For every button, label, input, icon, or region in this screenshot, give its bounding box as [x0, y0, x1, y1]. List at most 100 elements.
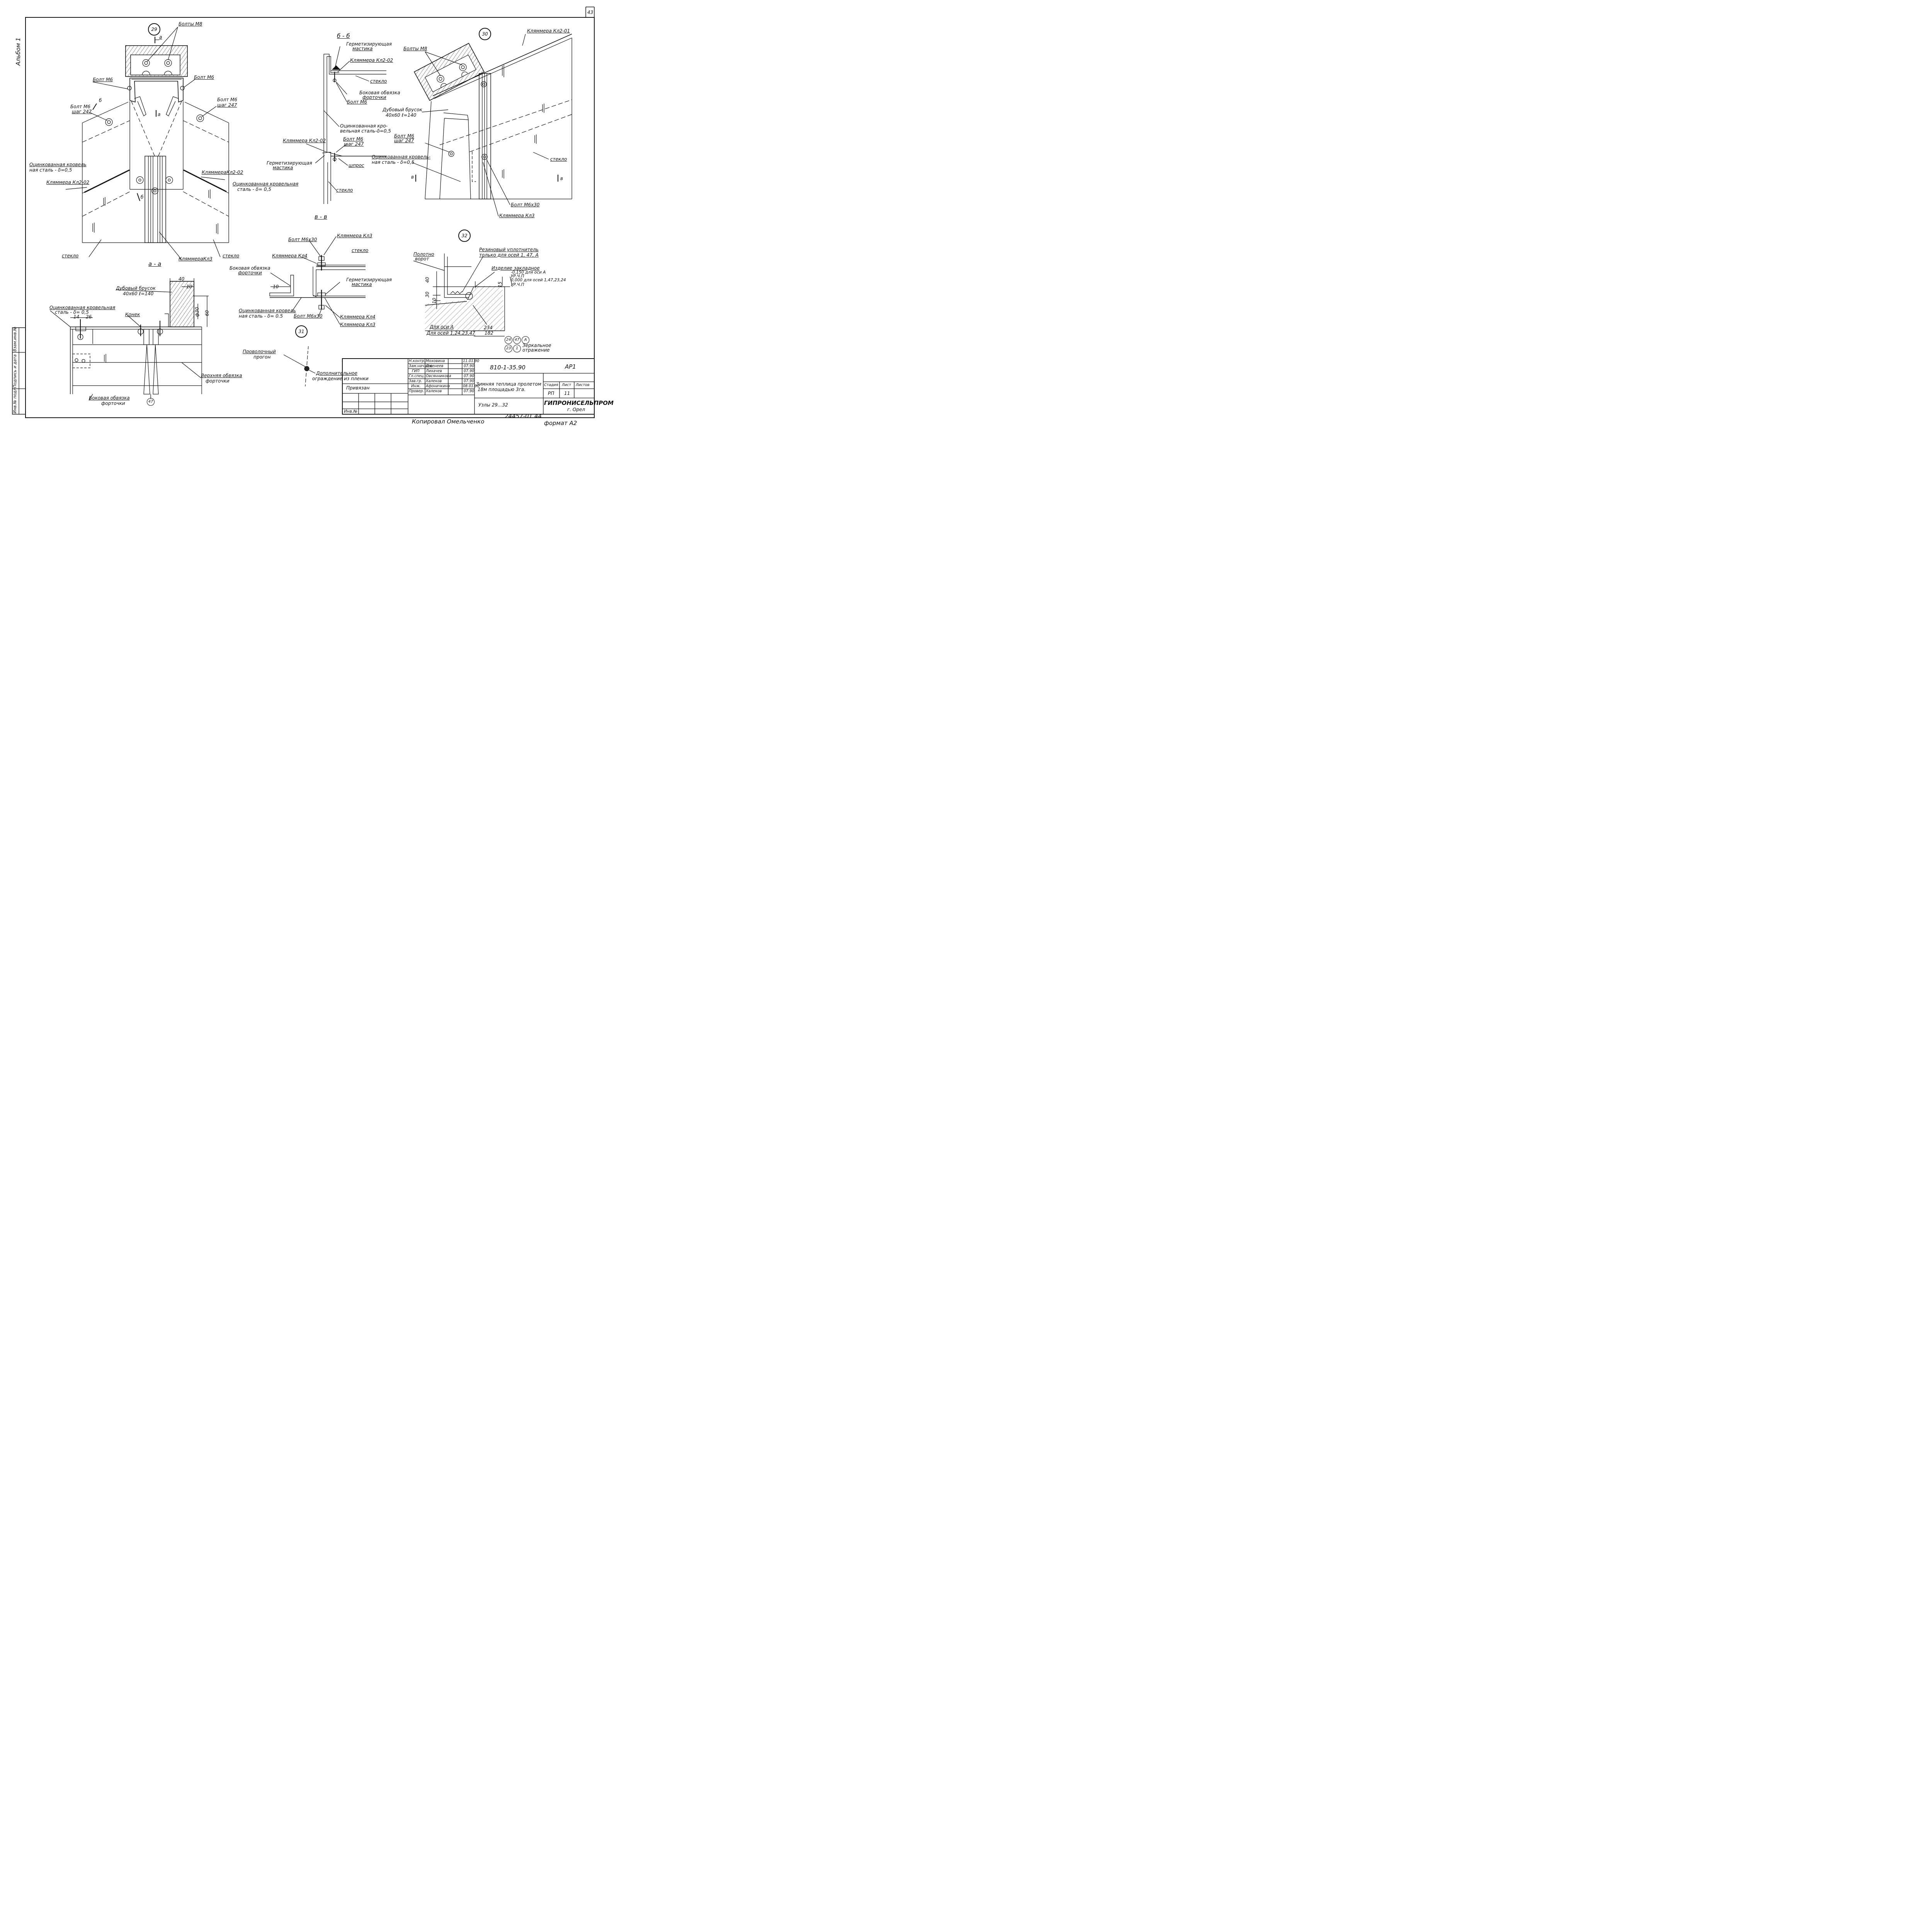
sheet-format: формат А2 — [544, 420, 577, 427]
tb-staff-name-1: Дженеев — [426, 364, 444, 368]
tb-stage-header: Стадия — [544, 383, 558, 387]
vv-glass: стекло — [352, 248, 369, 253]
n29-bolt-pitch-left-2: шаг 247 — [72, 109, 92, 114]
bb-bolt: Болт М6 — [347, 99, 367, 105]
bb-side-frame-1: Боковая обвязка — [359, 90, 400, 95]
n32-lvl-2a: 0,000 для осей 1,47,23,24 — [511, 278, 566, 282]
n32-dim-10: 10 — [432, 298, 437, 304]
n32-axis-24: 24 — [505, 336, 512, 344]
tb-staff-role-4: Зав.гр. — [409, 379, 422, 383]
tb-staff-role-3: Гл.спец. — [409, 374, 425, 378]
bb-sealing-low-1: Герметизирующая — [267, 160, 312, 166]
tb-staff-date-1: 07.90 — [464, 364, 474, 368]
stamp-inv-original: Инв.№ подл. — [13, 386, 17, 413]
tb-staff-role-1: Зам.нач.отд — [409, 364, 432, 368]
n32-dim-182: 182 — [485, 330, 493, 336]
n29-clamp-left: Кляммера Кл2-02 — [46, 180, 90, 185]
bb-sealing-2: мастика — [352, 46, 373, 51]
tb-staff-name-4: Халеков — [426, 379, 442, 383]
vv-side-frame-1: Боковая обвязка — [230, 265, 270, 271]
n32-axis-other: Для осей 1,24,23,47 — [427, 330, 475, 336]
inventory-no: 24457-01 44 — [505, 413, 542, 420]
n30-galv-2: ная сталь - δ=0,5 — [372, 160, 415, 165]
n29-galv-left-1: Оцинкованная кровель — [29, 162, 87, 167]
n32-axis-23: 23 — [505, 345, 512, 352]
n29-bolt-m6-right: Болт М6 — [194, 75, 214, 80]
tb-project-1: Зимняя теплица пролетом — [476, 381, 541, 387]
vv-clamp-kl4-top: Кляммера Кл4 — [272, 253, 308, 259]
n31-extra-2: ограждение из пленки — [312, 376, 369, 381]
tb-staff-name-6: Халеков — [426, 389, 442, 393]
tb-staff-role-2: ГИП — [412, 369, 420, 373]
bb-side-frame-2: форточки — [362, 95, 386, 100]
n32-dim-40: 40 — [425, 277, 430, 283]
tb-staff-role-6: Провер. — [409, 389, 424, 393]
aa-upper-frame-1: Верхняя обвязка — [201, 373, 242, 378]
n29-mark-b-top: б — [99, 98, 102, 103]
bb-sealing-1: Герметизирующая — [346, 41, 392, 47]
n29-bolt-pitch-right-1: Болт М6 — [217, 97, 238, 102]
n29-galv-left-2: ная сталь - δ=0,5 — [29, 167, 72, 173]
bb-sealing-low-2: мастика — [273, 165, 293, 170]
n29-section-aa: а - а — [148, 260, 162, 267]
n32-mirror-2: отражение — [522, 347, 550, 353]
n32-lvl-1a: -0,150 для оси А — [511, 270, 546, 275]
aa-dim-d30: ф30 — [194, 307, 200, 317]
vv-sealing-1: Герметизирующая — [346, 277, 392, 282]
tb-sheet-header: Лист — [562, 383, 571, 387]
n32-axis-1: 1 — [513, 345, 521, 352]
n29-galv-right-1: Оцинкованная кровельная — [233, 181, 299, 187]
aa-galv-2: сталь - δ= 0,5 — [55, 310, 89, 315]
aa-upper-frame-2: форточки — [206, 378, 230, 384]
bb-bolt-pitch-2: шаг 247 — [344, 141, 364, 147]
n30-oak-2: 40х60 ℓ=140 — [386, 112, 417, 118]
album-label: Альбом 1 — [15, 37, 22, 66]
tb-staff-date-4: 07.90 — [464, 379, 474, 383]
aa-dim-14: 14 — [73, 314, 80, 320]
vv-side-frame-2: форточки — [238, 270, 262, 276]
tb-sheet: 11 — [564, 391, 570, 396]
vv-clamp-kl3-low: Кляммера Кл3 — [340, 322, 376, 327]
n29-mark-a-mid: а — [158, 112, 161, 117]
n32-rubber-2: только для осей 1, 47, А — [479, 252, 539, 258]
n30-oak-1: Дубовый брусок — [383, 107, 422, 112]
n32-gate-1: Полотно — [413, 252, 434, 257]
tb-staff-role-5: Инж. — [411, 384, 421, 388]
n29-glass-right: стекло — [223, 253, 240, 259]
tb-sheets-header: Листов — [576, 383, 590, 387]
tb-drawing: Узлы 29...32 — [478, 402, 508, 408]
n30-clamp-kl3: Кляммера Кл3 — [499, 213, 535, 218]
section-vv-drawing — [269, 236, 366, 325]
n30-mark-v-left: в — [411, 174, 414, 180]
tb-inv-no: Инв.№ — [344, 409, 358, 414]
n29-clamp-kl3: КляммераКл3 — [179, 256, 213, 262]
vv-bolt-top: Болт М6х30 — [288, 237, 317, 242]
n30-glass: стекло — [550, 156, 567, 162]
n30-bolt-pitch-1: Болт М6 — [394, 133, 415, 139]
n30-mark-v-right: в — [560, 176, 563, 181]
node30-drawing — [411, 34, 572, 217]
drawing-sheet — [12, 7, 595, 418]
aa-oak-2: 40х60 ℓ=140 — [123, 291, 154, 296]
vv-galv-1: Оцинкованная кровель — [239, 308, 296, 313]
aa-dim-40: 40 — [179, 276, 185, 282]
node31-callout: 31 — [295, 325, 308, 338]
tb-staff-role-0: Н.контр. — [409, 359, 425, 363]
aa-dim-10: 10 — [186, 284, 192, 289]
n30-galv-1: Оцинкованная кровель- — [372, 154, 431, 160]
n29-glass-left: стекло — [62, 253, 79, 259]
bb-title: б - б — [337, 32, 350, 39]
bb-glass: стекло — [370, 78, 387, 84]
vv-title: в - в — [315, 213, 327, 220]
tb-project-2: 18м площадью 3га. — [478, 387, 526, 392]
node29-callout: 29 — [148, 23, 160, 36]
n32-lvl-2b: УР.Ч.П — [511, 282, 524, 287]
vv-bolt-low: Болт М6х30 — [294, 313, 323, 319]
n32-lvl-1b: УР.Ч.П — [511, 274, 524, 279]
bb-galv-2: вельная сталь-δ=0,5 — [340, 128, 391, 134]
bb-shpros: шпрос — [349, 163, 364, 168]
node31-drawing — [283, 346, 316, 387]
bb-glass-low: стекло — [336, 187, 353, 193]
n32-axis-a: Для оси А — [430, 324, 454, 330]
tb-staff-name-3: Овсянникова — [426, 374, 451, 378]
